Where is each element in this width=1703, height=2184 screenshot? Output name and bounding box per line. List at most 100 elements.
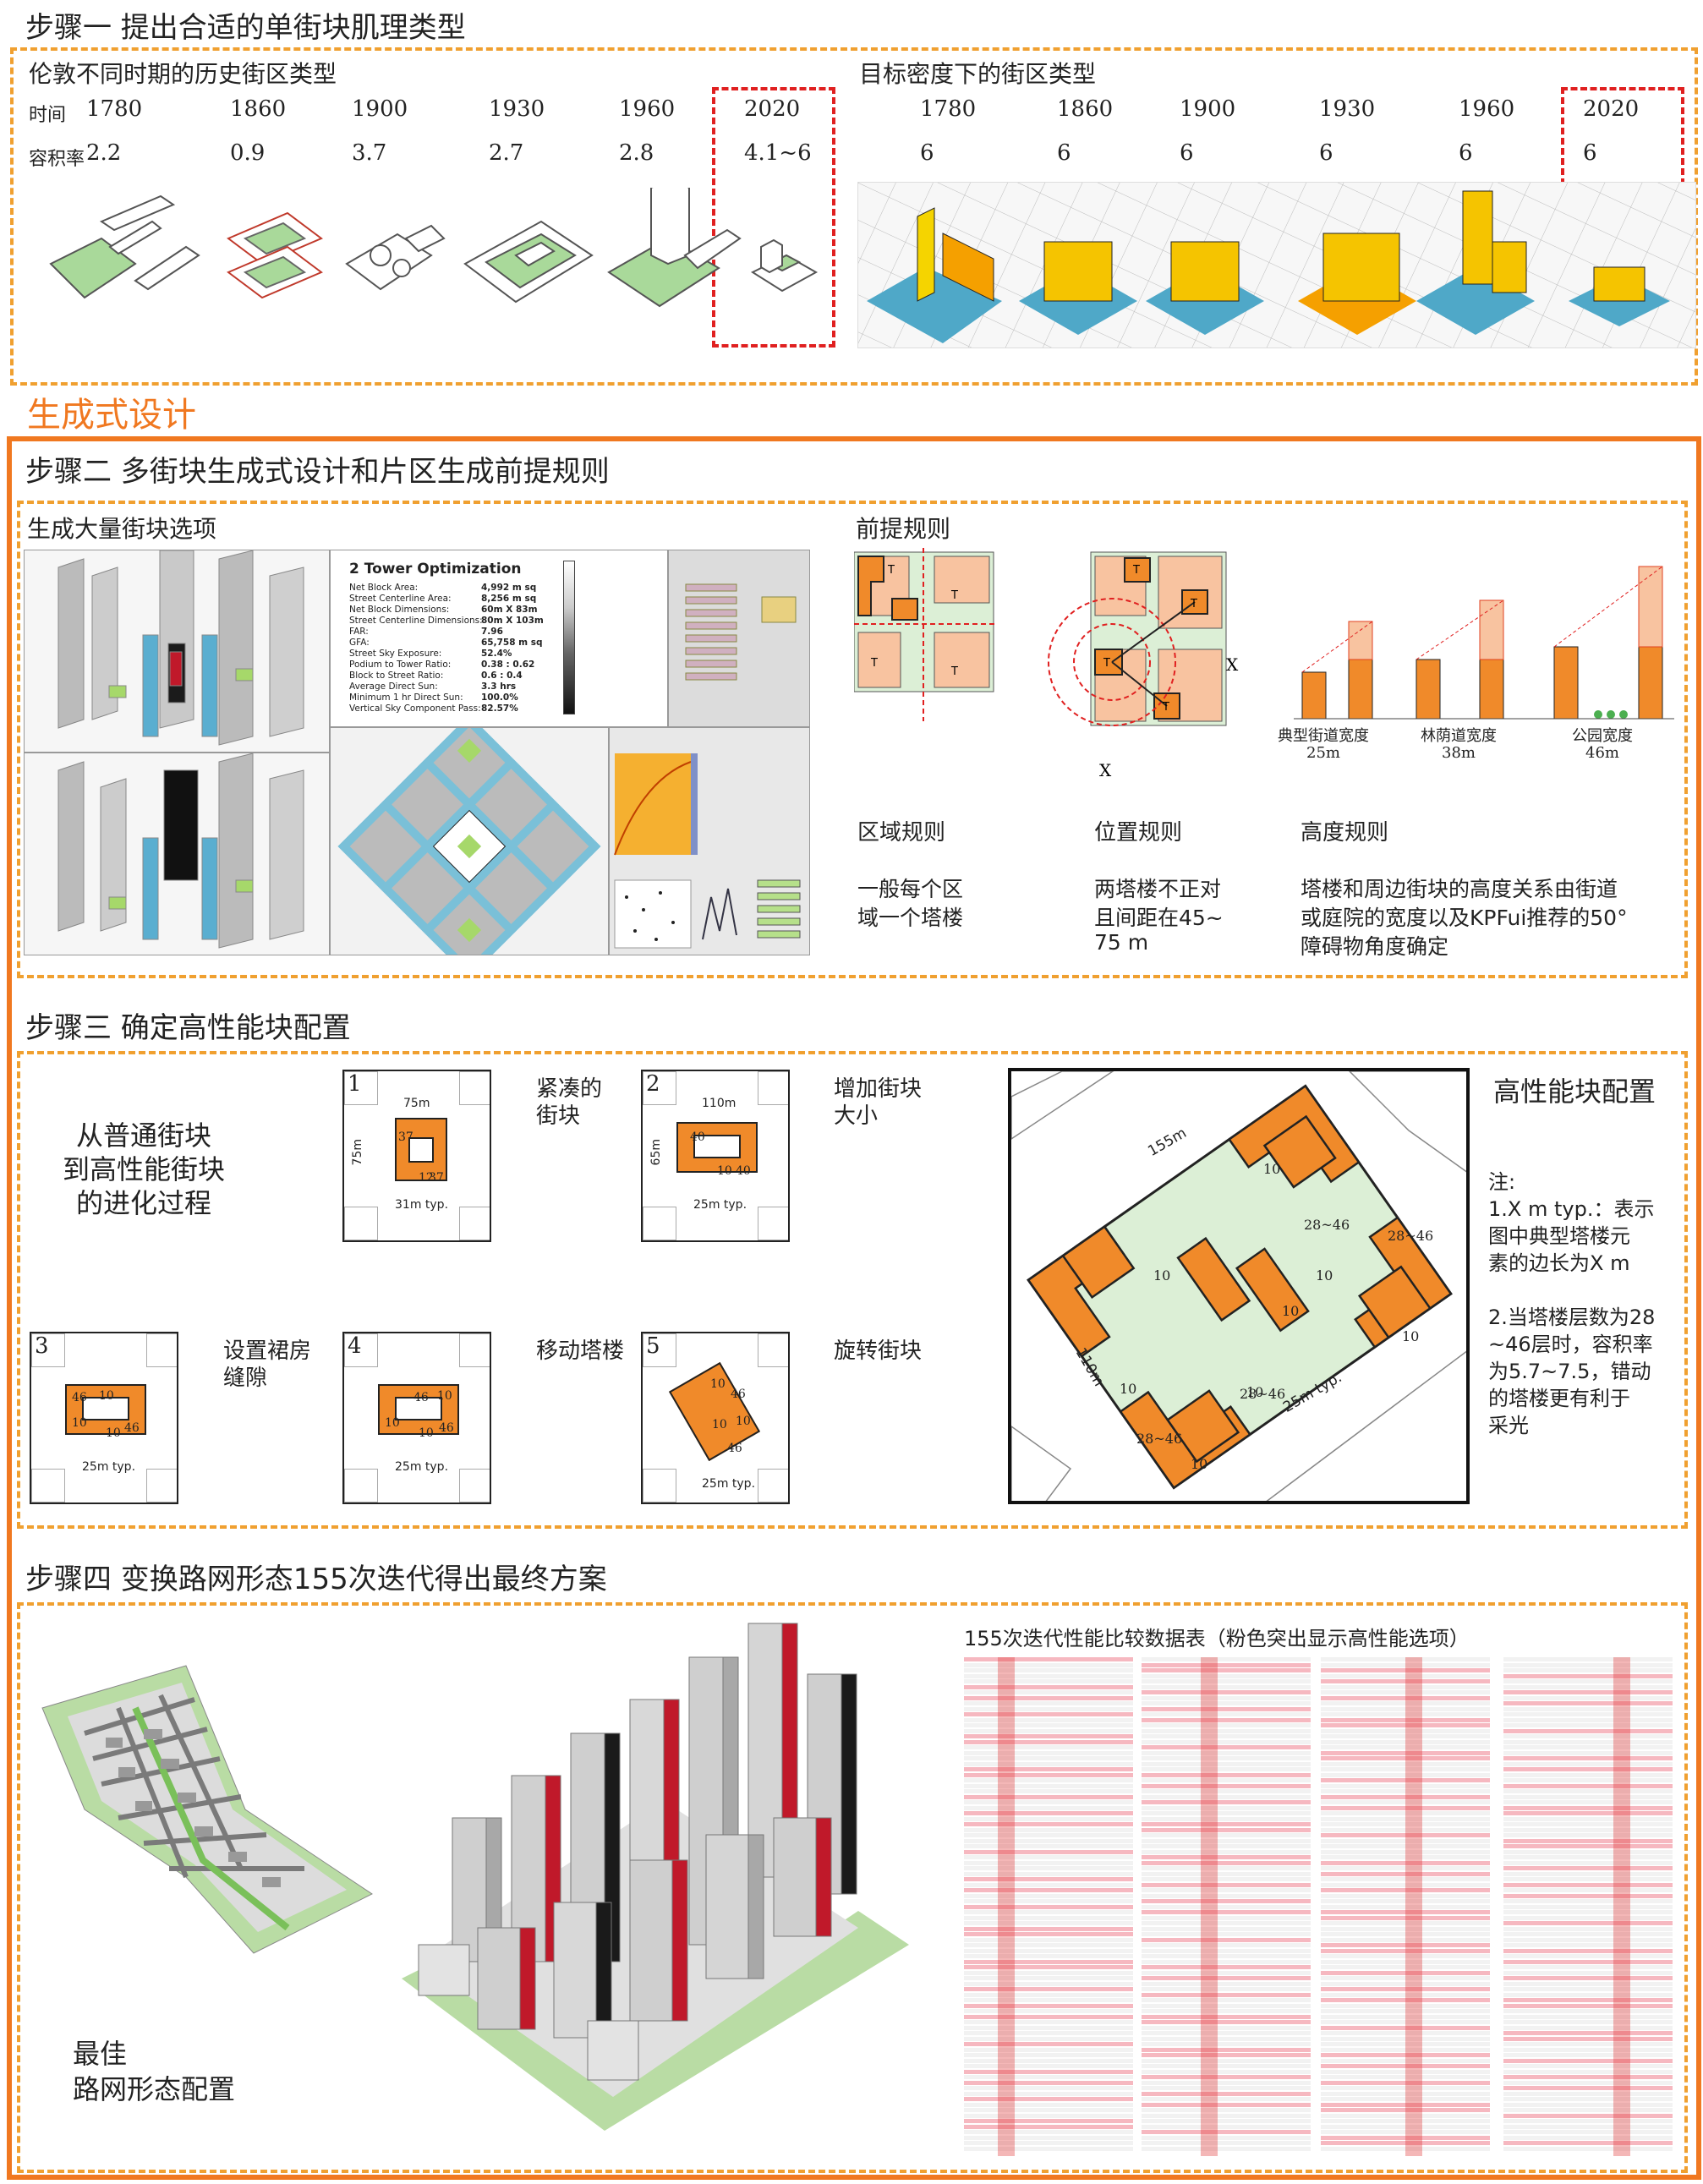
stage-street-block — [459, 1071, 490, 1105]
table-row — [1503, 2135, 1673, 2140]
stage-value: 10 — [712, 1418, 727, 1431]
table-row — [1142, 1899, 1311, 1903]
stage-typ-label: 31m typ. — [395, 1198, 449, 1212]
table-row — [1321, 1811, 1490, 1815]
table-row — [1321, 1833, 1490, 1837]
iteration-table-2 — [1142, 1657, 1311, 2156]
stage-value: 10 — [736, 1415, 751, 1428]
hist-block-2020 — [750, 238, 819, 293]
target-far-0: 6 — [920, 140, 934, 166]
iteration-table-title: 155次迭代性能比较数据表（粉色突出显示高性能选项） — [964, 1627, 1470, 1650]
table-row — [964, 2102, 1133, 2107]
hist-far-0: 2.2 — [86, 140, 122, 166]
stage-dim-width: 75m — [403, 1097, 430, 1110]
table-row — [1503, 1987, 1673, 1991]
stage-dim-width: 110m — [702, 1097, 737, 1110]
stage-street-block — [344, 1071, 378, 1105]
table-row — [1503, 1915, 1673, 1920]
hp-block-title: 高性能块配置 — [1493, 1076, 1656, 1108]
opt-value-3: 80m X 103m — [481, 616, 544, 626]
table-row — [1503, 1866, 1673, 1870]
table-row — [1142, 2009, 1311, 2013]
table-row — [964, 2124, 1133, 2129]
street-width-value-1: 38m — [1442, 744, 1476, 762]
target-year-4: 1960 — [1459, 96, 1515, 122]
hist-far-5: 4.1~6 — [744, 140, 812, 166]
row-far-label: 容积率 — [29, 149, 85, 170]
table-highlight-column — [1613, 1657, 1630, 2156]
hist-far-4: 2.8 — [619, 140, 654, 166]
stage-street-block — [643, 1469, 676, 1503]
hp-note-line-2: 图中典型塔楼元 — [1488, 1224, 1630, 1248]
height-park — [1553, 566, 1663, 720]
stage-value: 46 — [72, 1391, 87, 1404]
table-row — [964, 1970, 1133, 1975]
table-row — [1142, 1805, 1311, 1810]
hist-far-2: 3.7 — [352, 140, 387, 166]
table-row — [1142, 1772, 1311, 1777]
table-row — [1142, 1833, 1311, 1837]
hp-tower-value-11: 10 — [1191, 1456, 1208, 1472]
table-row — [1142, 2119, 1311, 2123]
stage-street-block — [643, 1207, 676, 1240]
table-row — [1142, 2014, 1311, 2019]
table-row — [1503, 1695, 1673, 1700]
table-row — [964, 1679, 1133, 1683]
iteration-table-4 — [1503, 1657, 1673, 2156]
table-row — [1142, 1794, 1311, 1799]
table-row — [1142, 2031, 1311, 2035]
table-row — [1321, 1723, 1490, 1727]
stage-typ-label: 25m typ. — [693, 1198, 747, 1212]
table-row — [964, 1690, 1133, 1694]
rule-title-0: 区域规则 — [857, 820, 946, 846]
table-row — [1503, 1761, 1673, 1766]
table-row — [1142, 1915, 1311, 1920]
table-row — [1142, 2020, 1311, 2024]
height-typical-street — [1301, 621, 1373, 720]
target-1930 — [1298, 233, 1416, 335]
stage-value: 12 — [419, 1171, 434, 1185]
block-option-view-2 — [24, 753, 330, 955]
table-row — [1503, 1728, 1673, 1733]
stage-number: 3 — [35, 1333, 49, 1359]
table-row — [1142, 2108, 1311, 2112]
table-row — [1321, 2014, 1490, 2019]
table-row — [1321, 1866, 1490, 1870]
hist-block-1900 — [345, 224, 446, 291]
table-row — [1321, 1987, 1490, 1991]
opt-value-5: 65,758 m sq — [481, 638, 543, 648]
table-row — [1321, 1981, 1490, 1986]
table-row — [964, 1739, 1133, 1744]
table-row — [1321, 1789, 1490, 1793]
table-row — [964, 2036, 1133, 2041]
table-row — [1142, 2135, 1311, 2140]
hp-tower-value-4: 28~46 — [1388, 1228, 1434, 1244]
hp-note-line-6: ~46层时，容积率 — [1488, 1333, 1653, 1356]
table-row — [964, 1783, 1133, 1788]
zone-tower-label-4: T — [950, 665, 958, 678]
stage-street-block — [344, 1207, 378, 1240]
table-row — [1503, 1926, 1673, 1931]
hp-note-line-0: 注: — [1488, 1170, 1516, 1194]
hp-tower-value-6: 10 — [1402, 1328, 1420, 1344]
table-row — [1142, 2064, 1311, 2068]
hp-tower-value-9: 28~46 — [1136, 1431, 1183, 1447]
opt-label-2: Net Block Dimensions: — [349, 605, 450, 615]
table-row — [964, 1987, 1133, 1991]
table-row — [1321, 1816, 1490, 1821]
stage-street-block — [758, 1333, 788, 1367]
table-row — [964, 1794, 1133, 1799]
stage-block-court — [82, 1397, 129, 1420]
table-row — [1142, 1816, 1311, 1821]
table-highlight-column — [1201, 1657, 1218, 2156]
hp-note-line-9: 采光 — [1488, 1414, 1529, 1437]
table-row — [1321, 1849, 1490, 1854]
opt-value-7: 0.38 : 0.62 — [481, 660, 535, 670]
table-row — [1503, 1965, 1673, 1969]
table-row — [1142, 1717, 1311, 1722]
table-row — [1503, 1717, 1673, 1722]
rule-text-2-1: 或庭院的宽度以及KPFui推荐的50° — [1301, 906, 1628, 930]
opt-label-9: Average Direct Sun: — [349, 681, 438, 692]
table-row — [964, 2053, 1133, 2057]
